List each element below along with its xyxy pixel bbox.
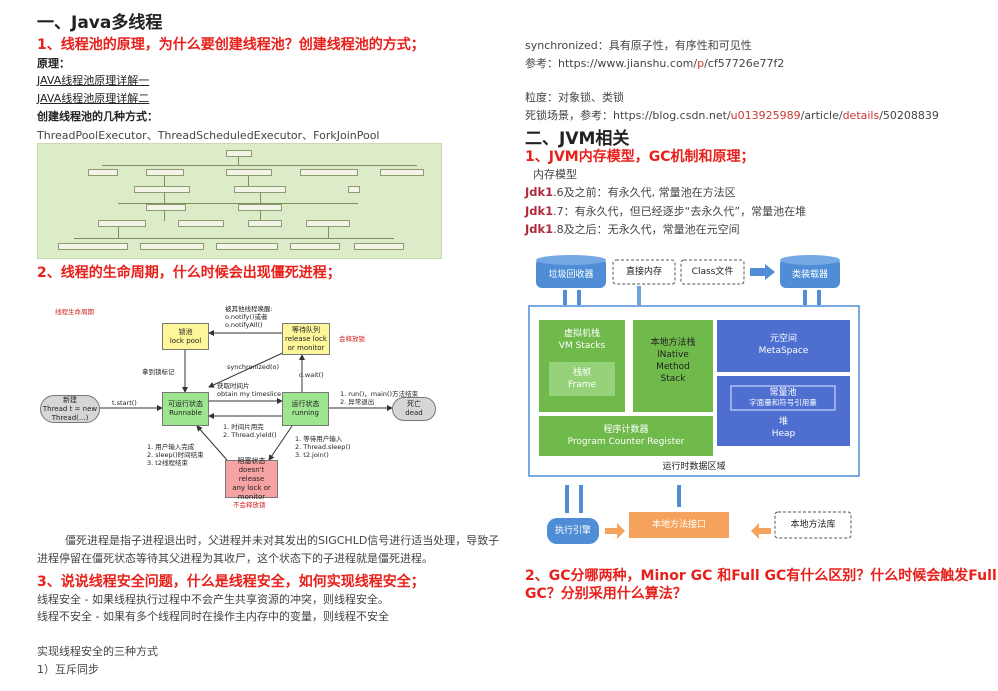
hier-node — [146, 169, 184, 176]
note-wait: o.wait() — [299, 371, 324, 379]
thread-pool-class-hierarchy-diagram — [37, 143, 442, 259]
hier-node — [300, 169, 358, 176]
release-lock-tag: 会释放锁 — [339, 335, 365, 343]
hier-node — [216, 243, 278, 250]
jdk16-line: Jdk1.6及之前：有永久代, 常量池在方法区 — [525, 185, 736, 199]
hier-node — [88, 169, 118, 176]
arrow-direct-mem — [637, 286, 641, 305]
lifecycle-arrows — [100, 330, 393, 461]
three-ways-text: 实现线程安全的三种方式 — [37, 645, 158, 658]
arrow-loader — [803, 290, 807, 305]
note-get-lock: 拿到锁标记 — [142, 368, 175, 376]
question-2-thread-lifecycle: 2、线程的生命周期，什么时候会出现僵死进程； — [37, 265, 341, 281]
thread-unsafe-text: 线程不安全 - 如果有多个线程同时在操作主内存中的变量，则线程不安全 — [37, 610, 389, 623]
arrow-exec — [579, 485, 583, 513]
hier-node — [348, 186, 360, 193]
memory-model-label: 内存模型 — [533, 168, 577, 181]
hier-node — [354, 243, 404, 250]
pool-ways-label: 创建线程池的几种方式： — [37, 110, 158, 123]
section-title-jvm: 二、JVM相关 — [525, 129, 630, 149]
question-gc-types-line2: GC？分别采用什么算法？ — [525, 586, 687, 602]
thread-safe-text: 线程安全 - 如果线程执行过程中不会产生共享资源的冲突，则线程安全。 — [37, 593, 389, 606]
note-synchronized: synchronized(o) — [227, 363, 280, 371]
class-file-label: Class文件 — [691, 267, 734, 277]
question-1-thread-pool: 1、线程池的原理，为什么要创建线程池？创建线程池的方式； — [37, 37, 425, 53]
note-start: t.start() — [112, 399, 137, 407]
constant-pool-label: 常量池字面量和符号引用量 — [749, 388, 817, 407]
hier-node — [226, 150, 252, 157]
pool-ways-text: ThreadPoolExecutor、ThreadScheduledExecut… — [37, 129, 380, 142]
runtime-data-area-label: 运行时数据区域 — [662, 462, 726, 472]
exec-engine-label: 执行引擎 — [554, 526, 591, 536]
direct-memory-label: 直接内存 — [625, 267, 662, 277]
hier-node — [290, 243, 340, 250]
hier-node — [238, 204, 282, 211]
lifecycle-title: 线程生命周期 — [55, 308, 94, 316]
arrow-gc — [577, 290, 581, 305]
hier-node — [98, 220, 146, 227]
principle-label: 原理： — [37, 57, 70, 70]
jdk18-line: Jdk1.8及之后：无永久代，常量池在元空间 — [525, 222, 740, 236]
native-interface-label: 本地方法接口 — [651, 520, 706, 530]
hier-node — [178, 220, 224, 227]
class-loader-label: 类装载器 — [791, 270, 828, 280]
reference-1: 参考：https://www.jianshu.com/p/cf57726e77f… — [525, 57, 785, 70]
hier-node — [58, 243, 128, 250]
link-thread-pool-1[interactable]: JAVA线程池原理详解一 — [37, 74, 150, 87]
native-library-label: 本地方法库 — [790, 520, 836, 530]
question-gc-types-line1: 2、GC分哪两种，Minor GC 和Full GC有什么区别？什么时候会触发F… — [525, 568, 997, 584]
question-jvm-memory-model: 1、JVM内存模型，GC机制和原理； — [525, 149, 755, 165]
zombie-paragraph-line2: 进程停留在僵死状态等待其父进程为其收尸，这个状态下的子进程就是僵死进程。 — [37, 552, 433, 565]
no-release-lock-tag: 不会释放锁 — [233, 501, 266, 509]
hier-node — [146, 204, 186, 211]
granularity-text: 粒度：对象锁、类锁 — [525, 91, 624, 104]
section-title-multithreading: 一、Java多线程 — [37, 13, 163, 33]
arrow-gc — [563, 290, 567, 305]
hier-node — [134, 186, 190, 193]
arrow-native — [677, 485, 681, 507]
hier-node — [140, 243, 204, 250]
hier-node — [306, 220, 350, 227]
zombie-paragraph-line1: 僵死进程是指子进程退出时，父进程并未对其发出的SIGCHLD信号进行适当处理，导… — [65, 534, 500, 547]
hier-node — [380, 169, 424, 176]
jdk17-line: Jdk1.7：有永久代，但已经逐步“去永久代”，常量池在堆 — [525, 204, 807, 218]
way-1-text: 1）互斥同步 — [37, 663, 99, 676]
arrow-exec — [565, 485, 569, 513]
hier-node — [234, 186, 286, 193]
gc-label: 垃圾回收器 — [548, 270, 594, 280]
link-thread-pool-2[interactable]: JAVA线程池原理详解二 — [37, 92, 150, 105]
hier-node — [226, 169, 272, 176]
arrow-loader — [817, 290, 821, 305]
question-3-thread-safety: 3、说说线程安全问题，什么是线程安全，如何实现线程安全； — [37, 574, 425, 590]
reference-2: 死锁场景，参考：https://blog.csdn.net/u013925989… — [525, 109, 939, 122]
hier-node — [248, 220, 282, 227]
synchronized-text: synchronized：具有原子性，有序性和可见性 — [525, 39, 752, 52]
